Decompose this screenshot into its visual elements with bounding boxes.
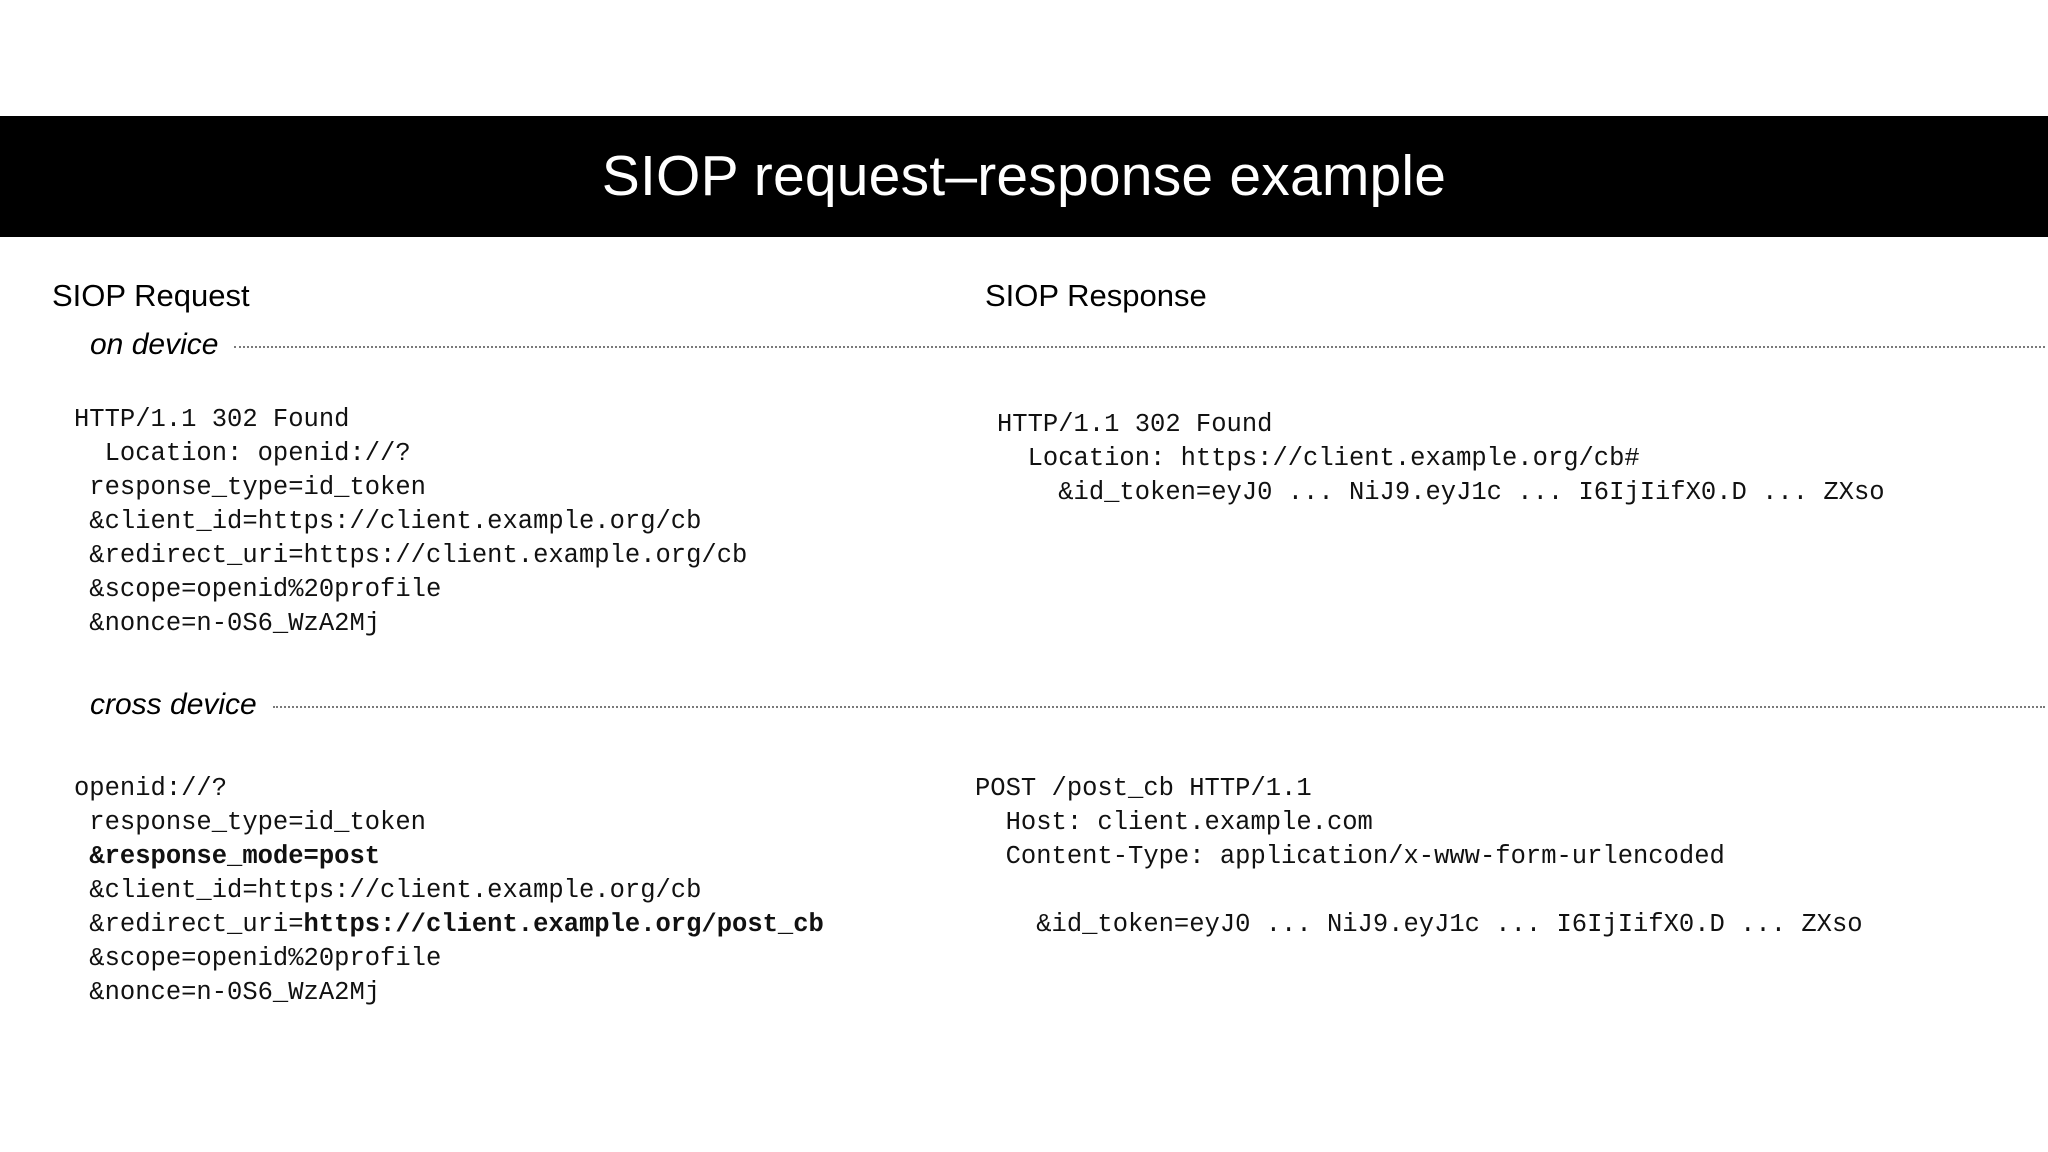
code-line xyxy=(975,874,1863,908)
code-text: &client_id=https://client.example.org/cb xyxy=(74,876,702,905)
code-text: &id_token=eyJ0 ... NiJ9.eyJ1c ... I6IjIi… xyxy=(975,910,1863,939)
code-line: response_type=id_token xyxy=(74,471,747,505)
column-heading-siop-response: SIOP Response xyxy=(985,278,1207,313)
code-text: response_type=id_token xyxy=(74,808,426,837)
code-emphasis: &response_mode=post xyxy=(89,842,381,871)
code-line: &id_token=eyJ0 ... NiJ9.eyJ1c ... I6IjIi… xyxy=(975,908,1863,942)
code-line: &nonce=n-0S6_WzA2Mj xyxy=(74,607,747,641)
code-text xyxy=(74,842,89,871)
code-text: Content-Type: application/x-www-form-url… xyxy=(975,842,1725,871)
code-text: HTTP/1.1 302 Found xyxy=(997,410,1273,439)
code-line: HTTP/1.1 302 Found xyxy=(997,408,1885,442)
code-text: openid://? xyxy=(74,774,228,803)
code-line: &redirect_uri=https://client.example.org… xyxy=(74,539,747,573)
code-line: &id_token=eyJ0 ... NiJ9.eyJ1c ... I6IjIi… xyxy=(997,476,1885,510)
dotted-rule-on-device xyxy=(234,346,2045,348)
code-block-request-cross-device: openid://? response_type=id_token &respo… xyxy=(74,772,824,1010)
code-line: Host: client.example.com xyxy=(975,806,1863,840)
code-line: openid://? xyxy=(74,772,824,806)
code-line: &client_id=https://client.example.org/cb xyxy=(74,505,747,539)
code-text: &id_token=eyJ0 ... NiJ9.eyJ1c ... I6IjIi… xyxy=(997,478,1885,507)
code-text: &nonce=n-0S6_WzA2Mj xyxy=(74,978,381,1007)
code-line: &scope=openid%20profile xyxy=(74,573,747,607)
code-line: &nonce=n-0S6_WzA2Mj xyxy=(74,976,824,1010)
section-divider-cross-device: cross device xyxy=(90,685,2045,725)
code-text: Host: client.example.com xyxy=(975,808,1373,837)
section-divider-on-device: on device xyxy=(90,325,2045,365)
code-text: Location: https://client.example.org/cb# xyxy=(997,444,1640,473)
code-text: HTTP/1.1 302 Found xyxy=(74,405,350,434)
page-title: SIOP request–response example xyxy=(601,144,1447,208)
code-text: response_type=id_token xyxy=(74,473,426,502)
code-text: POST /post_cb HTTP/1.1 xyxy=(975,774,1312,803)
section-label-on-device: on device xyxy=(90,328,219,361)
code-line: POST /post_cb HTTP/1.1 xyxy=(975,772,1863,806)
code-text: &redirect_uri= xyxy=(74,910,304,939)
code-line: &response_mode=post xyxy=(74,840,824,874)
code-line: &scope=openid%20profile xyxy=(74,942,824,976)
code-emphasis: https://client.example.org/post_cb xyxy=(303,910,824,939)
code-text: &scope=openid%20profile xyxy=(74,944,442,973)
column-heading-siop-request: SIOP Request xyxy=(52,278,250,313)
code-text: Location: openid://? xyxy=(74,439,411,468)
code-line: &client_id=https://client.example.org/cb xyxy=(74,874,824,908)
slide-title-bar: SIOP request–response example xyxy=(0,116,2048,237)
code-line: Location: openid://? xyxy=(74,437,747,471)
section-label-cross-device: cross device xyxy=(90,688,257,721)
code-line: response_type=id_token xyxy=(74,806,824,840)
dotted-rule-cross-device xyxy=(272,706,2045,708)
code-text: &scope=openid%20profile xyxy=(74,575,442,604)
code-line: Content-Type: application/x-www-form-url… xyxy=(975,840,1863,874)
code-text: &redirect_uri=https://client.example.org… xyxy=(74,541,748,570)
code-text: &client_id=https://client.example.org/cb xyxy=(74,507,702,536)
code-text: &nonce=n-0S6_WzA2Mj xyxy=(74,609,381,638)
code-block-response-on-device: HTTP/1.1 302 Found Location: https://cli… xyxy=(997,408,1885,510)
code-line: HTTP/1.1 302 Found xyxy=(74,403,747,437)
code-block-request-on-device: HTTP/1.1 302 Found Location: openid://? … xyxy=(74,403,747,641)
code-line: &redirect_uri=https://client.example.org… xyxy=(74,908,824,942)
code-block-response-cross-device: POST /post_cb HTTP/1.1 Host: client.exam… xyxy=(975,772,1863,942)
code-line: Location: https://client.example.org/cb# xyxy=(997,442,1885,476)
